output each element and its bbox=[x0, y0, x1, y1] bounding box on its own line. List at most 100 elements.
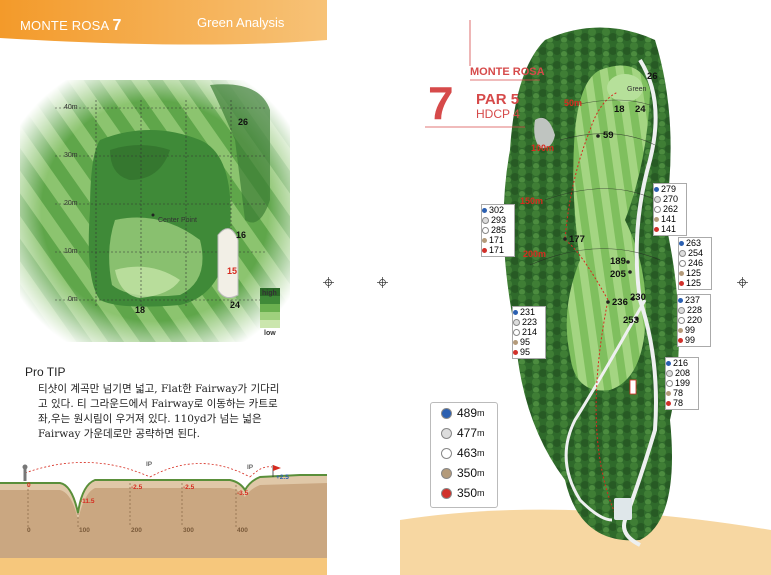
distance-400: 400 bbox=[237, 527, 248, 534]
distance-300: 300 bbox=[183, 527, 194, 534]
yardage-value: 220 bbox=[687, 315, 703, 325]
tee-unit: m bbox=[477, 428, 485, 438]
point-253: 253 bbox=[623, 315, 639, 326]
header-banner bbox=[0, 0, 327, 45]
yardage-value: 263 bbox=[686, 238, 702, 248]
elevation-0: 0 bbox=[27, 482, 31, 489]
yardage-value: 171 bbox=[489, 245, 505, 255]
par-label: PAR 5 bbox=[476, 91, 520, 108]
yardage-value: 99 bbox=[685, 325, 696, 335]
tee-distance: 350 bbox=[457, 486, 478, 500]
course-title: MONTE ROSA 7 bbox=[20, 17, 122, 35]
yardage-box: 237 228 220 99 99 bbox=[677, 294, 711, 347]
section-title: Green Analysis bbox=[197, 15, 285, 30]
marker-200m: 200m bbox=[523, 249, 547, 259]
yardage-value: 302 bbox=[489, 205, 505, 215]
green-number-15: 15 bbox=[227, 266, 238, 276]
grid-label-20m: 20m bbox=[64, 200, 78, 207]
yardage-value: 262 bbox=[663, 204, 679, 214]
slope-legend-low: low bbox=[264, 330, 276, 337]
yardage-value: 231 bbox=[520, 307, 536, 317]
pro-tip-title: Pro TIP bbox=[25, 365, 66, 379]
yardage-value: 216 bbox=[673, 358, 689, 368]
right-course-name: MONTE ROSA bbox=[470, 66, 545, 78]
yardage-box: 216 208 199 78 78 bbox=[665, 357, 699, 410]
yardage-box: 302 293 285 171 171 bbox=[481, 204, 515, 257]
marker-50m: 50m bbox=[564, 98, 583, 108]
right-hole-number: 7 bbox=[428, 77, 454, 129]
center-point-label: Center Point bbox=[158, 217, 197, 224]
course-name: MONTE ROSA bbox=[20, 18, 109, 33]
ip-label-2: IP bbox=[247, 464, 254, 471]
yardage-value: 141 bbox=[661, 224, 677, 234]
yardage-value: 78 bbox=[673, 398, 684, 408]
green-number-26: 26 bbox=[647, 71, 658, 82]
elevation-plus-2-5: +2.5 bbox=[276, 474, 289, 481]
yardage-value: 141 bbox=[661, 214, 677, 224]
yardage-value: 78 bbox=[673, 388, 684, 398]
yardage-value: 99 bbox=[685, 335, 696, 345]
yardage-value: 228 bbox=[687, 305, 703, 315]
green-label: Green bbox=[627, 86, 647, 93]
point-205: 205 bbox=[610, 269, 626, 280]
distance-0: 0 bbox=[27, 527, 31, 534]
green-number-16: 16 bbox=[236, 230, 247, 240]
point-177: 177 bbox=[569, 234, 585, 245]
point-236: 236 bbox=[612, 297, 628, 308]
grid-label-30m: 30m bbox=[64, 152, 78, 159]
yardage-value: 285 bbox=[491, 225, 507, 235]
tee-unit: m bbox=[477, 468, 485, 478]
marker-100m: 100m bbox=[531, 143, 555, 153]
elevation-minus-2-5-b: -2.5 bbox=[183, 484, 195, 491]
yardage-value: 246 bbox=[688, 258, 704, 268]
green-number-18: 18 bbox=[614, 104, 625, 115]
pro-tip-text: 티샷이 계곡만 넘기면 넓고, Flat한 Fairway가 기다리고 있다. … bbox=[38, 383, 280, 440]
yardage-value: 95 bbox=[520, 337, 531, 347]
elevation-profile bbox=[0, 455, 327, 560]
tee-unit: m bbox=[477, 488, 485, 498]
distance-100: 100 bbox=[79, 527, 90, 534]
tee-distance: 350 bbox=[457, 466, 478, 480]
yardage-box: 263 254 246 125 125 bbox=[678, 237, 712, 290]
point-59: 59 bbox=[603, 130, 614, 141]
crosshair-icon bbox=[323, 277, 334, 288]
yardage-value: 125 bbox=[686, 268, 702, 278]
tee-unit: m bbox=[477, 448, 485, 458]
grid-label-10m: 10m bbox=[64, 248, 78, 255]
grid-label-0m: 0m bbox=[68, 296, 78, 303]
green-number-18: 18 bbox=[135, 305, 146, 315]
grid-label-40m: 40m bbox=[64, 104, 78, 111]
crosshair-icon bbox=[737, 277, 748, 288]
tee-distance: 463 bbox=[457, 446, 478, 460]
yardage-value: 237 bbox=[685, 295, 701, 305]
hole-number: 7 bbox=[112, 17, 122, 34]
point-230: 230 bbox=[630, 292, 646, 303]
yardage-value: 279 bbox=[661, 184, 677, 194]
green-number-24: 24 bbox=[230, 300, 241, 310]
yardage-value: 270 bbox=[663, 194, 679, 204]
green-number-24: 24 bbox=[635, 104, 646, 115]
tee-distance: 489 bbox=[457, 406, 478, 420]
elevation-minus-11-5: -11.5 bbox=[80, 498, 95, 505]
elevation-minus-2-5-a: -2.5 bbox=[131, 484, 143, 491]
tee-unit: m bbox=[477, 408, 485, 418]
hole-layout-map bbox=[400, 20, 771, 575]
marker-150m: 150m bbox=[520, 196, 544, 206]
crosshair-icon bbox=[377, 277, 388, 288]
distance-200: 200 bbox=[131, 527, 142, 534]
ip-label-1: IP bbox=[146, 461, 153, 468]
elevation-minus-3-5: -3.5 bbox=[237, 490, 249, 497]
yardage-value: 293 bbox=[491, 215, 507, 225]
yardage-value: 171 bbox=[489, 235, 505, 245]
yardage-value: 95 bbox=[520, 347, 531, 357]
hdcp-label: HDCP 4 bbox=[476, 107, 520, 121]
green-analysis-map bbox=[20, 80, 290, 342]
yardage-box: 231 223 214 95 95 bbox=[512, 306, 546, 359]
slope-legend-high: high bbox=[262, 290, 277, 297]
